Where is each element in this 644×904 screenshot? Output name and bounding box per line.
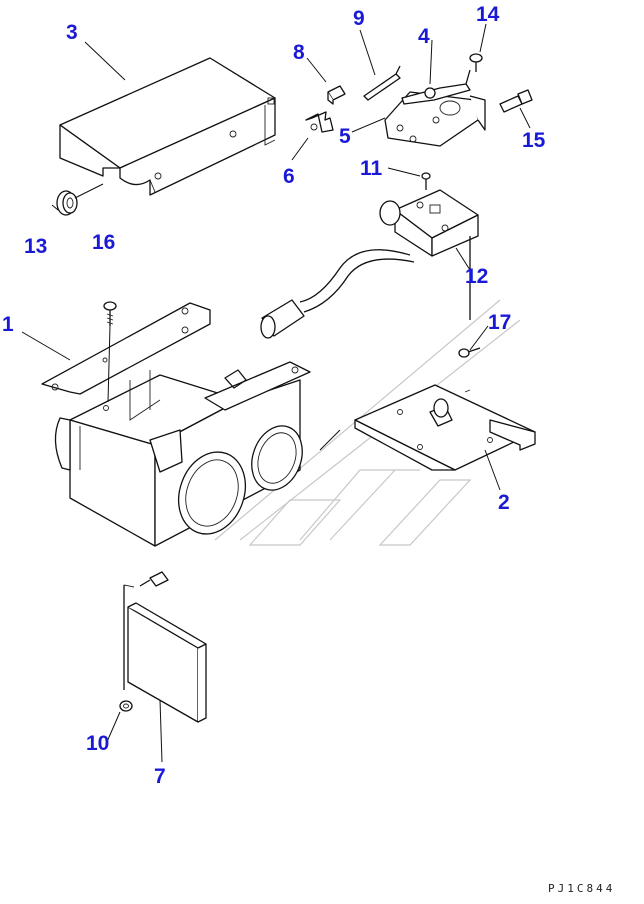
part-6-clamp [305,111,334,133]
callout-13[interactable]: 13 [24,235,48,258]
part-15-bolt [499,89,533,113]
part-13-grommet [56,183,104,216]
callout-3[interactable]: 3 [66,21,78,44]
callout-17[interactable]: 17 [488,311,512,334]
callout-12[interactable]: 12 [465,265,489,288]
callout-9[interactable]: 9 [353,7,365,30]
part-3-cover [59,57,276,196]
callout-14[interactable]: 14 [476,3,500,26]
callout-7[interactable]: 7 [154,765,166,788]
callout-2[interactable]: 2 [498,491,510,514]
drawing-code: PJ1C844 [548,882,616,895]
callout-10[interactable]: 10 [86,732,110,755]
part-1-housing [41,302,311,547]
callout-15[interactable]: 15 [522,129,546,152]
part-10-nut [119,700,133,712]
callout-11[interactable]: 11 [360,157,383,180]
part-9-rod [363,65,401,101]
callout-5[interactable]: 5 [339,125,351,148]
part-17-screw [458,347,481,358]
callout-16[interactable]: 16 [92,231,116,254]
leader-lines [21,23,531,745]
callout-1[interactable]: 1 [2,313,14,336]
part-8-clip [327,85,346,105]
part-12-actuator [260,172,479,339]
part-5-bracket [384,69,486,147]
callout-6[interactable]: 6 [283,165,295,188]
callout-8[interactable]: 8 [293,41,305,64]
part-7-filter [123,571,207,763]
part-14-screw [469,53,483,72]
part-2-bracket-plate [354,384,536,471]
part-16-screw [103,301,117,403]
callout-4[interactable]: 4 [418,25,430,48]
